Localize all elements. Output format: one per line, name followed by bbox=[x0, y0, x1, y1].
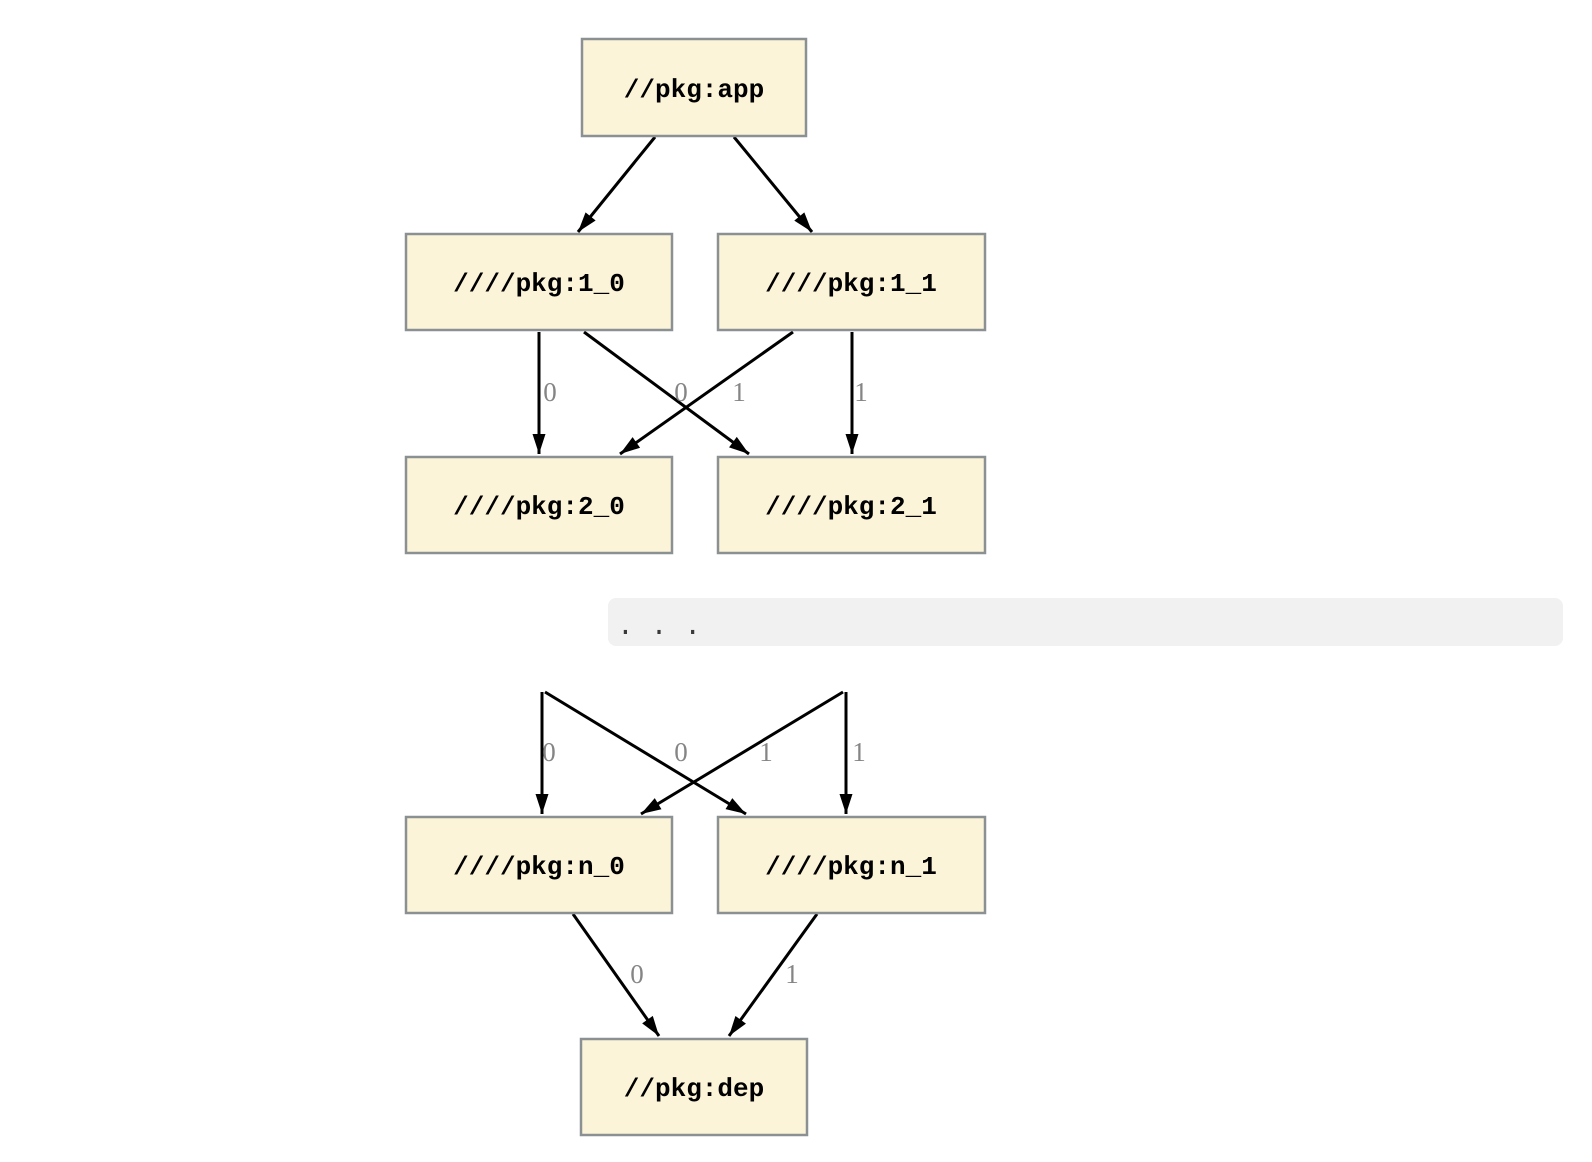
edge-ellipsis-to-n_1-cross bbox=[544, 690, 747, 816]
node-2_0: ////pkg:2_0 bbox=[404, 455, 674, 555]
edge-label-1_0-2_0: 0 bbox=[543, 377, 557, 407]
node-box-2_1 bbox=[716, 455, 987, 555]
edge-ellipsis-to-n_0-cross bbox=[640, 690, 844, 816]
node-1_0: ////pkg:1_0 bbox=[404, 232, 674, 332]
node-label-1_1: ////pkg:1_1 bbox=[765, 269, 937, 299]
edge-n_1-to-dep bbox=[727, 913, 819, 1037]
edge-label-ellipsis-n_0-left: 0 bbox=[542, 737, 556, 767]
edge-1_1-to-2_0 bbox=[619, 330, 794, 456]
node-box-1_0 bbox=[404, 232, 674, 332]
node-label-dep: //pkg:dep bbox=[624, 1074, 764, 1104]
node-label-2_0: ////pkg:2_0 bbox=[453, 492, 625, 522]
node-n_1: ////pkg:n_1 bbox=[716, 815, 987, 915]
node-box-n_0 bbox=[404, 815, 674, 915]
edge-1_0-to-2_1 bbox=[583, 330, 750, 456]
edge-label-1_1-2_1: 1 bbox=[854, 377, 868, 407]
node-app: //pkg:app bbox=[580, 37, 808, 138]
node-label-n_0: ////pkg:n_0 bbox=[453, 852, 625, 882]
node-box-n_1 bbox=[716, 815, 987, 915]
edge-app-to-1_0 bbox=[576, 136, 657, 233]
node-box-app bbox=[580, 37, 808, 138]
node-box-1_1 bbox=[716, 232, 987, 332]
code-block-band bbox=[608, 598, 1563, 646]
edge-label-1_0-2_1: 1 bbox=[732, 377, 746, 407]
edge-label-ellipsis-n_0-cross: 0 bbox=[674, 737, 688, 767]
node-label-1_0: ////pkg:1_0 bbox=[453, 269, 625, 299]
node-box-2_0 bbox=[404, 455, 674, 555]
edge-n_0-to-dep bbox=[571, 913, 661, 1037]
node-2_1: ////pkg:2_1 bbox=[716, 455, 987, 555]
edge-label-n_0-dep: 0 bbox=[630, 959, 644, 989]
node-label-n_1: ////pkg:n_1 bbox=[765, 852, 937, 882]
ellipsis-text: . . . bbox=[617, 612, 701, 643]
edges bbox=[532, 136, 859, 1037]
edge-label-n_1-dep: 1 bbox=[785, 959, 799, 989]
edge-app-to-1_1 bbox=[732, 136, 814, 233]
edge-label-ellipsis-n_1-cross: 1 bbox=[759, 737, 773, 767]
node-label-2_1: ////pkg:2_1 bbox=[765, 492, 937, 522]
node-box-dep bbox=[579, 1037, 809, 1137]
node-n_0: ////pkg:n_0 bbox=[404, 815, 674, 915]
node-label-app: //pkg:app bbox=[624, 75, 764, 105]
edge-label-ellipsis-n_1-right: 1 bbox=[852, 737, 866, 767]
edge-label-1_1-2_0: 0 bbox=[674, 377, 688, 407]
edge-labels: 0 0 1 1 0 0 1 1 0 1 bbox=[542, 377, 868, 989]
node-dep: //pkg:dep bbox=[579, 1037, 809, 1137]
node-1_1: ////pkg:1_1 bbox=[716, 232, 987, 332]
